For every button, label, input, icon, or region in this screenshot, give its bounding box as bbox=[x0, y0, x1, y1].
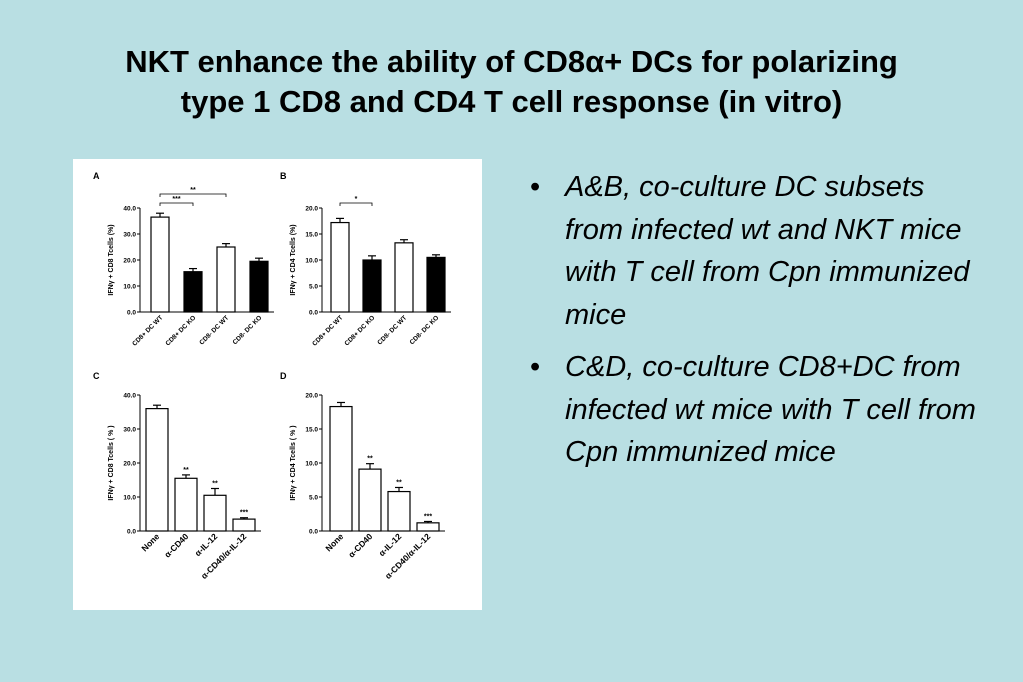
category-label: CD8- DC WT bbox=[198, 314, 230, 346]
y-tick-label: 0.0 bbox=[309, 529, 318, 536]
y-tick-label: 10.0 bbox=[123, 495, 136, 502]
y-tick-label: 5.0 bbox=[309, 495, 318, 502]
y-tick-label: 15.0 bbox=[305, 427, 318, 434]
bar bbox=[174, 477, 198, 532]
significance-label: ** bbox=[367, 456, 373, 463]
bar bbox=[150, 216, 170, 313]
bar bbox=[362, 259, 382, 313]
significance-bracket bbox=[339, 202, 373, 206]
bar bbox=[416, 522, 440, 532]
y-axis-label: IFNγ + CD4 Tcells (%) bbox=[290, 224, 297, 295]
category-label: α-IL-12 bbox=[193, 531, 220, 558]
category-label: CD8+ DC WT bbox=[131, 314, 164, 347]
category-label: None bbox=[139, 531, 161, 553]
bullet-text-cd: C&D, co-culture CD8+DC from infected wt … bbox=[565, 351, 976, 468]
category-label: CD8+ DC KO bbox=[343, 314, 376, 347]
category-label: CD8- DC KO bbox=[232, 314, 264, 346]
y-axis-label: IFNγ + CD8 Tcells ( % ) bbox=[108, 425, 115, 500]
significance-label: ** bbox=[190, 187, 196, 194]
y-tick-label: 20.0 bbox=[123, 258, 136, 265]
bar bbox=[216, 246, 236, 313]
y-tick-label: 30.0 bbox=[123, 427, 136, 434]
significance-label: * bbox=[355, 196, 358, 203]
bar bbox=[232, 518, 256, 532]
bullet-list: • A&B, co-culture DC subsets from infect… bbox=[530, 166, 990, 484]
y-tick-label: 40.0 bbox=[123, 393, 136, 400]
category-label: CD8- DC KO bbox=[409, 314, 441, 346]
bullet-marker: • bbox=[530, 351, 541, 383]
bar bbox=[249, 260, 269, 313]
bullet-item-cd: • C&D, co-culture CD8+DC from infected w… bbox=[530, 346, 990, 474]
panel-letter: D bbox=[280, 371, 287, 381]
y-tick-label: 40.0 bbox=[123, 206, 136, 213]
bar bbox=[330, 221, 350, 313]
significance-label: *** bbox=[240, 510, 248, 517]
y-tick-label: 0.0 bbox=[127, 529, 136, 536]
category-label: None bbox=[323, 531, 345, 553]
y-axis-label: IFNγ + CD8 Tcells (%) bbox=[108, 224, 115, 295]
panel-letter: B bbox=[280, 171, 287, 181]
bar bbox=[203, 494, 227, 532]
title-line-1: NKT enhance the ability of CD8α+ DCs for… bbox=[125, 44, 898, 79]
significance-label: ** bbox=[183, 467, 189, 474]
bullet-text-ab: A&B, co-culture DC subsets from infected… bbox=[565, 171, 970, 331]
category-label: CD8+ DC WT bbox=[311, 314, 344, 347]
bar bbox=[183, 271, 203, 313]
category-label: CD8+ DC KO bbox=[164, 314, 197, 347]
y-axis-label: IFNγ + CD4 Tcells ( % ) bbox=[290, 425, 297, 500]
y-tick-label: 20.0 bbox=[123, 461, 136, 468]
significance-label: *** bbox=[172, 196, 180, 203]
y-tick-label: 30.0 bbox=[123, 232, 136, 239]
y-tick-label: 15.0 bbox=[305, 232, 318, 239]
bar bbox=[329, 405, 353, 532]
bar bbox=[394, 242, 414, 313]
y-tick-label: 20.0 bbox=[305, 206, 318, 213]
panel-letter: C bbox=[93, 371, 100, 381]
title-line-2: type 1 CD8 and CD4 T cell response (in v… bbox=[180, 84, 843, 119]
bar bbox=[426, 256, 446, 313]
significance-bracket bbox=[159, 202, 194, 206]
y-tick-label: 10.0 bbox=[123, 284, 136, 291]
category-label: α-CD40 bbox=[346, 531, 374, 559]
bar bbox=[358, 468, 382, 532]
bullet-item-ab: • A&B, co-culture DC subsets from infect… bbox=[530, 166, 990, 336]
panel-letter: A bbox=[93, 171, 100, 181]
bar bbox=[387, 490, 411, 532]
bar bbox=[145, 408, 169, 532]
category-label: α-CD40 bbox=[162, 531, 190, 559]
significance-label: ** bbox=[212, 481, 218, 488]
y-tick-label: 20.0 bbox=[305, 393, 318, 400]
significance-label: *** bbox=[424, 513, 432, 520]
y-tick-label: 5.0 bbox=[309, 284, 318, 291]
y-tick-label: 0.0 bbox=[309, 310, 318, 317]
y-tick-label: 10.0 bbox=[305, 461, 318, 468]
category-label: α-IL-12 bbox=[377, 531, 404, 558]
y-tick-label: 0.0 bbox=[127, 310, 136, 317]
significance-label: ** bbox=[396, 479, 402, 486]
category-label: CD8- DC WT bbox=[376, 314, 408, 346]
significance-bracket bbox=[159, 193, 227, 197]
y-tick-label: 10.0 bbox=[305, 258, 318, 265]
bullet-marker: • bbox=[530, 171, 541, 203]
slide-title: NKT enhance the ability of CD8α+ DCs for… bbox=[0, 42, 1023, 122]
